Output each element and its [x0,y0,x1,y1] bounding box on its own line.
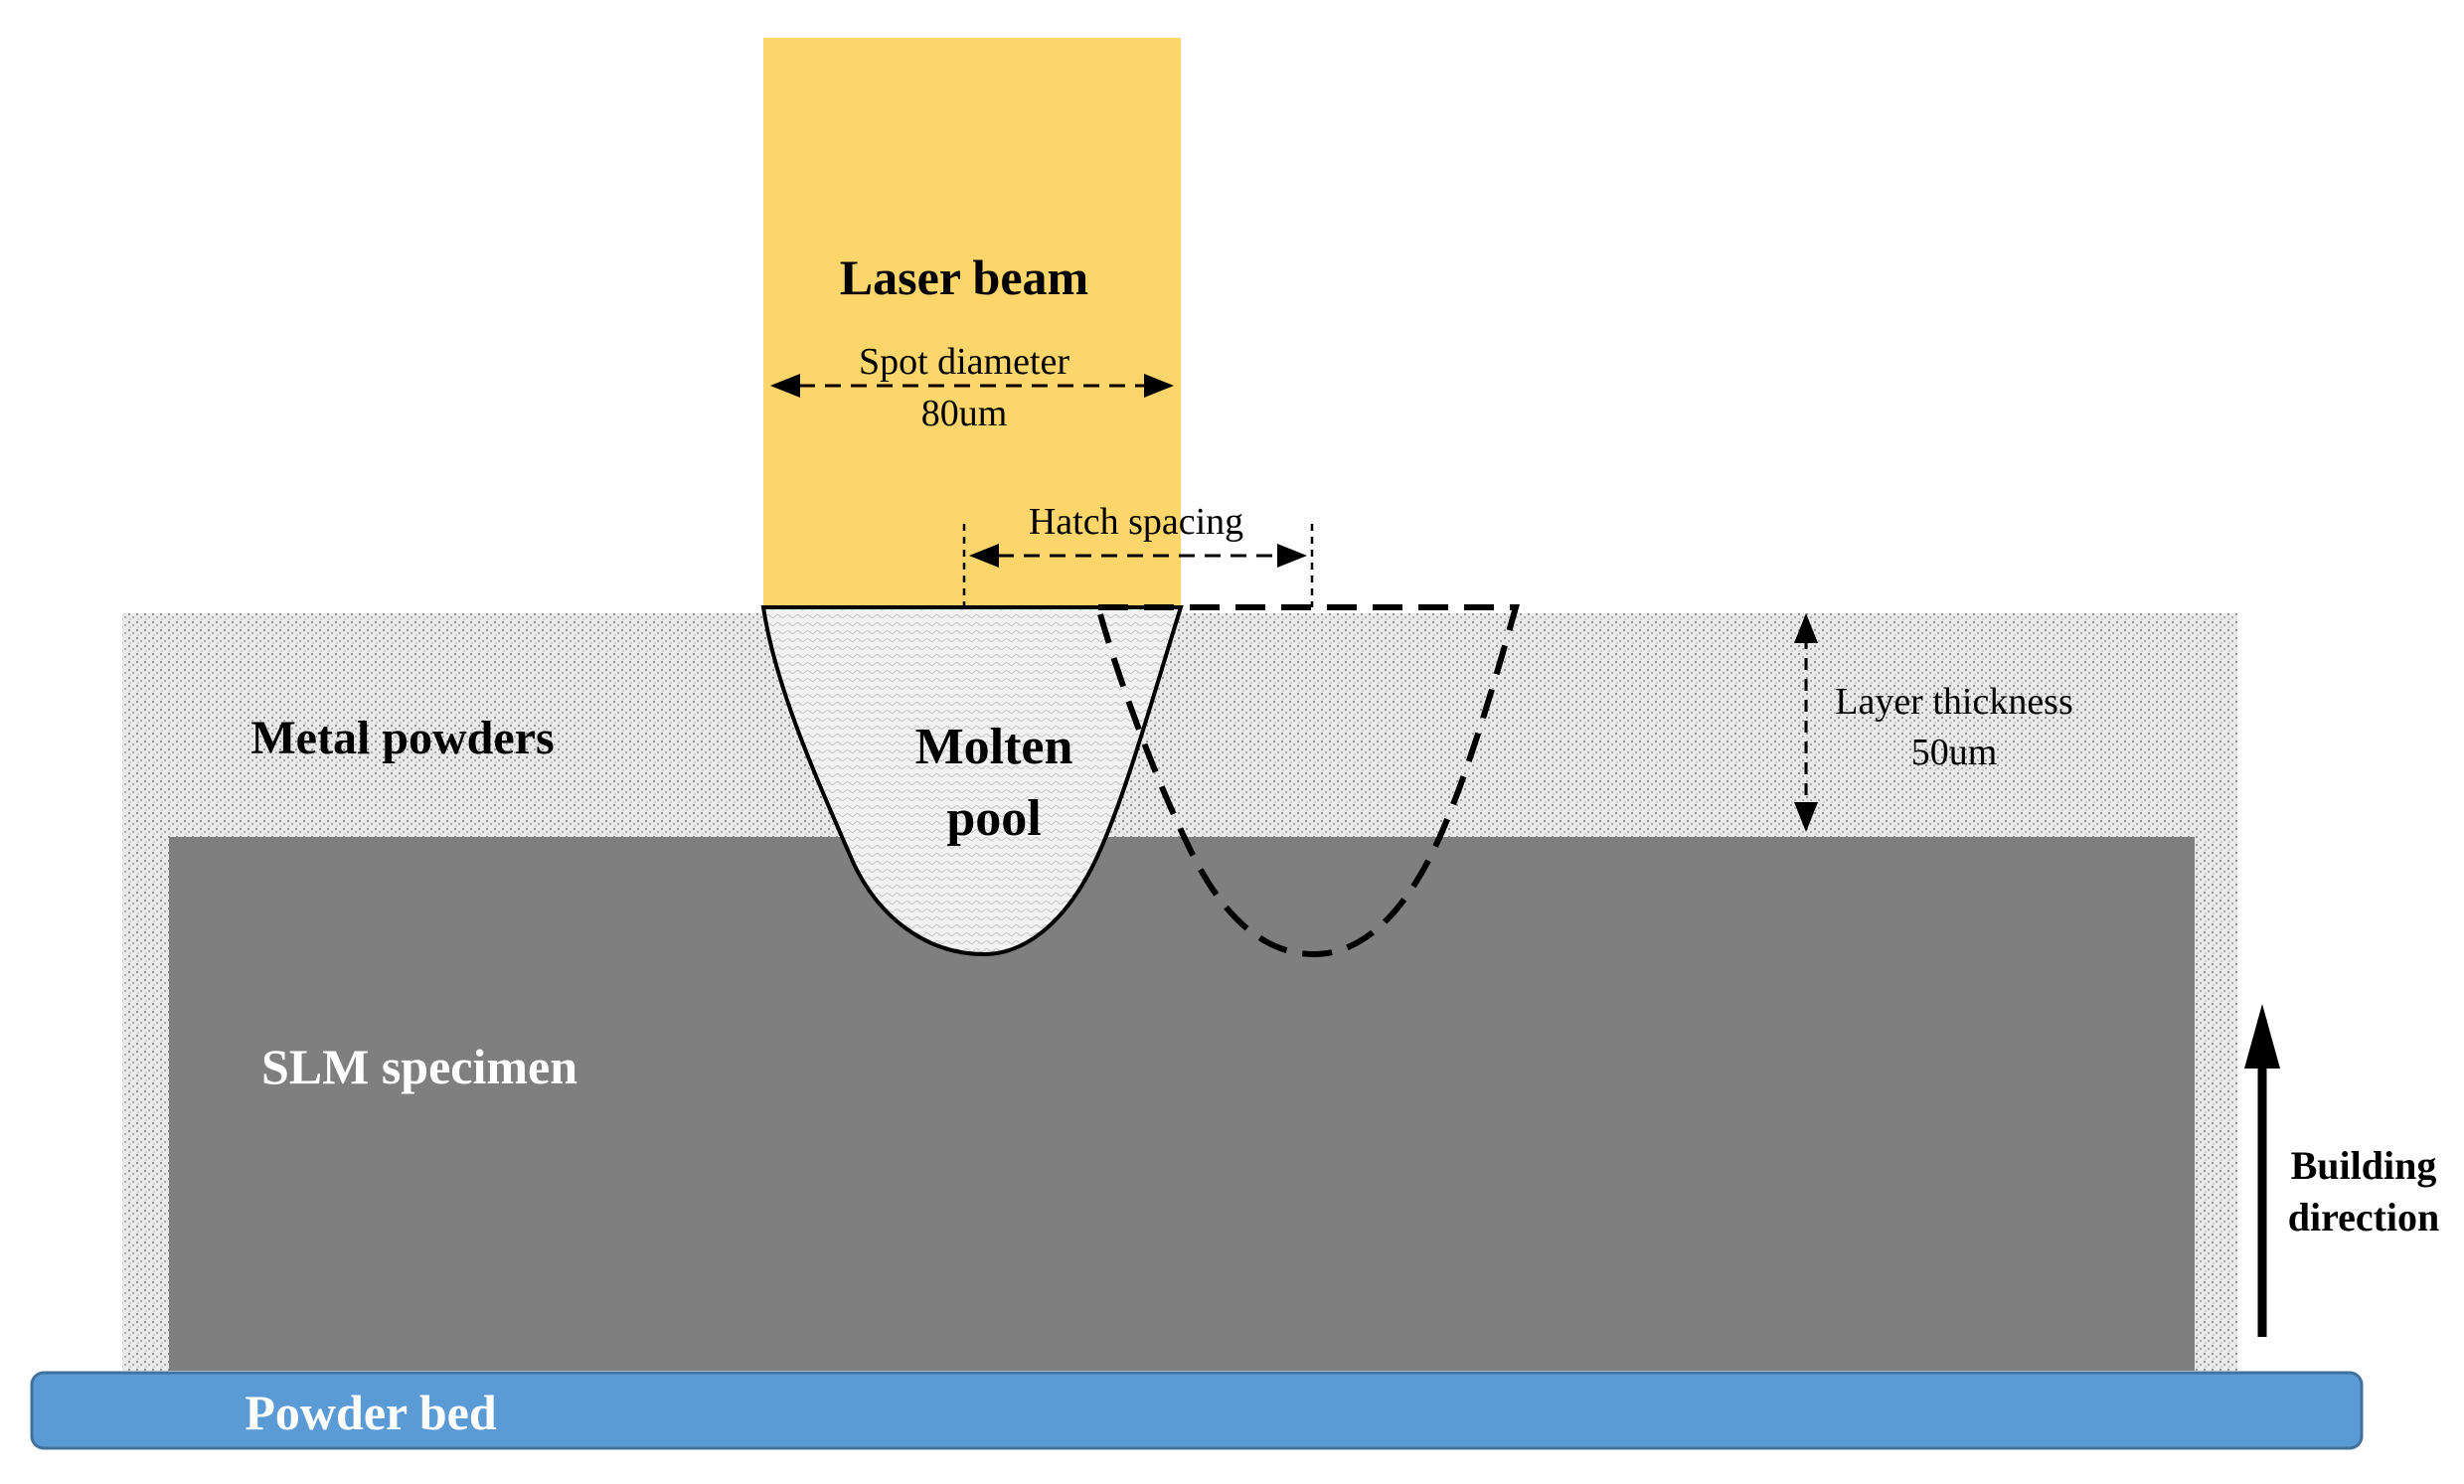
powder-bed-plate [30,1371,2364,1450]
metal-powders-label: Metal powders [250,712,554,764]
molten-pool-shape [760,605,1184,957]
molten-pool-label-line1: Molten [915,719,1073,775]
slm-specimen-label: SLM specimen [261,1039,577,1094]
spot-diameter-label: Spot diameter [859,341,1069,383]
laser-beam-rect [763,38,1181,607]
layer-thickness-label: Layer thickness [1835,681,2073,723]
building-direction-label-line2: direction [2288,1195,2440,1239]
spot-diameter-value: 80um [921,393,1008,434]
laser-beam-label: Laser beam [840,249,1088,305]
hatch-spacing-label: Hatch spacing [1029,501,1243,543]
slm-specimen-block [169,837,2195,1371]
powder-bed-label: Powder bed [245,1385,496,1440]
building-direction-arrowhead [2244,1004,2280,1069]
next-molten-pool-dashed [1095,604,1520,958]
molten-pool-label-line2: pool [946,790,1041,847]
building-direction-label-line1: Building [2291,1143,2437,1188]
layer-thickness-value: 50um [1911,732,1998,773]
